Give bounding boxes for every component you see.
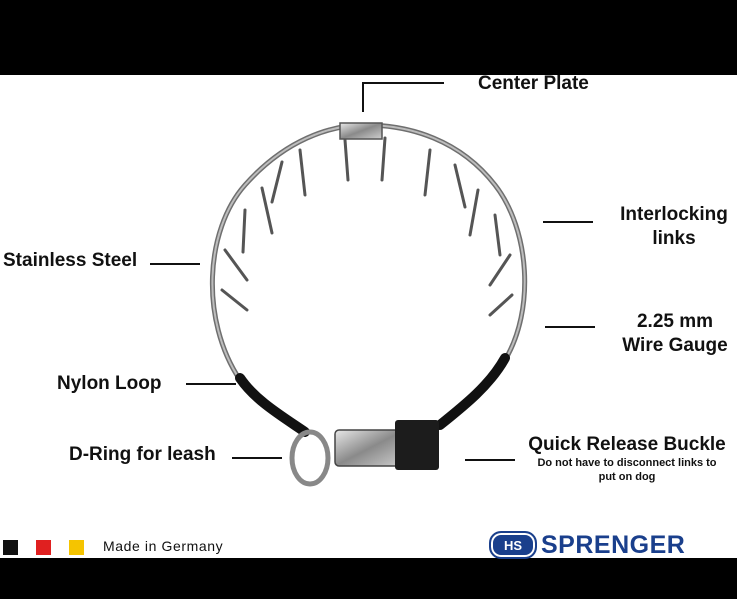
d-ring [289, 429, 331, 487]
prongs [220, 136, 514, 317]
gauge-label-line1: 2.25 mm [636, 311, 714, 332]
center-plate-label: Center Plate [478, 73, 589, 94]
flag-gold [69, 540, 84, 555]
hs-badge: HS [489, 531, 537, 559]
d-ring-label: D-Ring for leash [69, 444, 216, 465]
center-plate [339, 122, 383, 140]
stainless-leader [150, 263, 200, 265]
nylon-loop-label: Nylon Loop [57, 373, 162, 394]
center-plate-leader-vertical [362, 82, 364, 112]
flag-red [36, 540, 51, 555]
interlocking-label-line2: links [652, 228, 696, 249]
buckle-label: Quick Release Buckle [528, 434, 726, 455]
brand-logo: HS SPRENGER [489, 530, 685, 560]
buckle-clasp [395, 420, 439, 470]
center-plate-leader [362, 82, 444, 84]
nylon-loops [235, 353, 510, 437]
buckle-body [334, 429, 406, 467]
d-ring-leader [232, 457, 282, 459]
nylon-loop-leader [186, 383, 236, 385]
flag-black [3, 540, 18, 555]
gauge-leader [545, 326, 595, 328]
interlocking-leader [543, 221, 593, 223]
brand-name: SPRENGER [541, 530, 686, 559]
product-panel [0, 75, 737, 558]
gauge-label-line2: Wire Gauge [622, 335, 728, 356]
buckle-leader [465, 459, 515, 461]
stainless-label: Stainless Steel [3, 250, 138, 271]
made-in-germany: Made in Germany [103, 538, 224, 554]
interlocking-label-line1: Interlocking [620, 204, 728, 225]
chain-links [209, 122, 528, 382]
buckle-sub-line1: Do not have to disconnect links to [537, 457, 717, 469]
buckle-sub-line2: put on dog [598, 471, 656, 483]
